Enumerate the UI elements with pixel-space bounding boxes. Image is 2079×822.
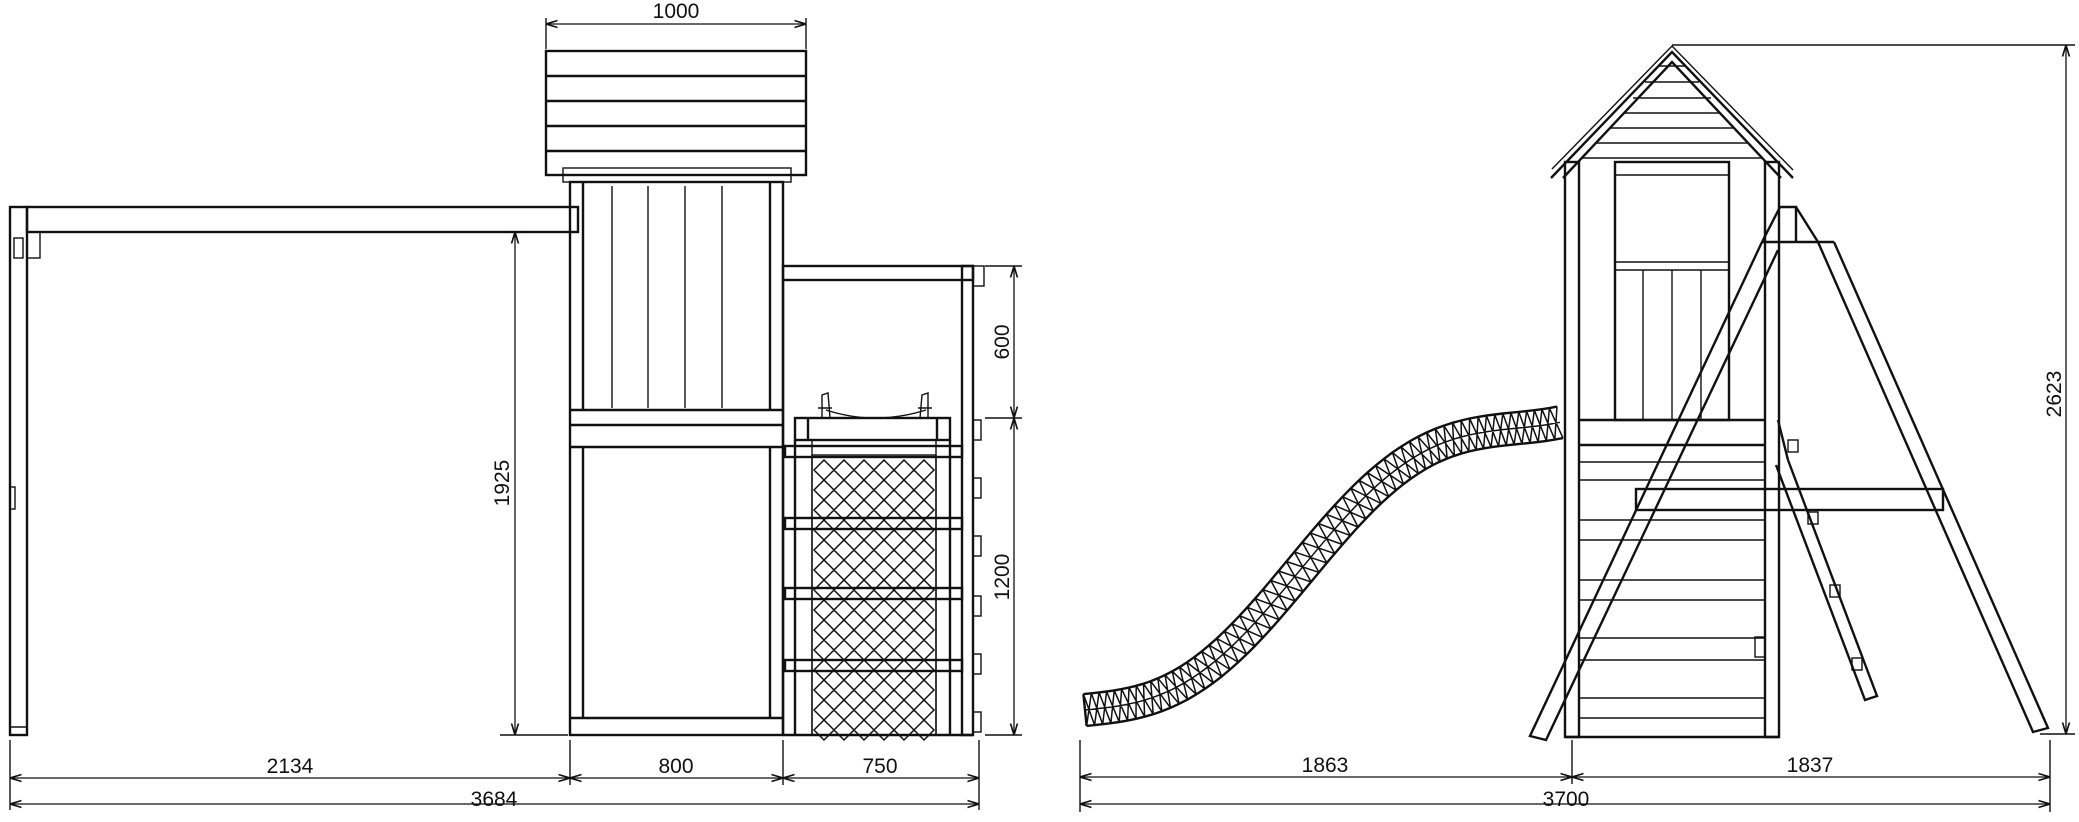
dim-total-height: 2623 bbox=[2043, 371, 2066, 418]
tower bbox=[568, 180, 785, 737]
front-view: 1000 600 1200 1925 2134 800 750 3684 bbox=[8, 0, 1022, 811]
dim-frame-width: 1837 bbox=[1787, 754, 1834, 777]
gable-roof bbox=[1550, 44, 1794, 179]
front-dimensions: 1000 600 1200 1925 2134 800 750 3684 bbox=[9, 0, 1022, 811]
dim-swing-span: 2134 bbox=[267, 755, 314, 778]
dim-total-width-side: 3700 bbox=[1543, 788, 1590, 811]
dim-upper-height: 600 bbox=[991, 324, 1014, 359]
dim-beam-height: 1925 bbox=[491, 460, 514, 507]
tower-roof bbox=[544, 49, 808, 183]
dim-tower-width: 800 bbox=[658, 755, 693, 778]
side-view: 1863 1837 3700 2623 bbox=[1079, 44, 2075, 812]
climbing-net bbox=[811, 454, 937, 742]
swing-post bbox=[8, 205, 29, 737]
wavy-slide bbox=[1082, 405, 1564, 728]
dim-total-width-front: 3684 bbox=[471, 788, 518, 811]
dim-lower-height: 1200 bbox=[991, 554, 1014, 601]
dim-slide-length: 1863 bbox=[1302, 754, 1349, 777]
swing-beam bbox=[25, 205, 580, 259]
side-tower bbox=[1563, 160, 1781, 739]
dim-ladder-width: 750 bbox=[862, 755, 897, 778]
a-frame bbox=[1528, 205, 2050, 742]
side-dimensions: 1863 1837 3700 2623 bbox=[1079, 44, 2075, 812]
dim-roof-width: 1000 bbox=[653, 0, 700, 23]
